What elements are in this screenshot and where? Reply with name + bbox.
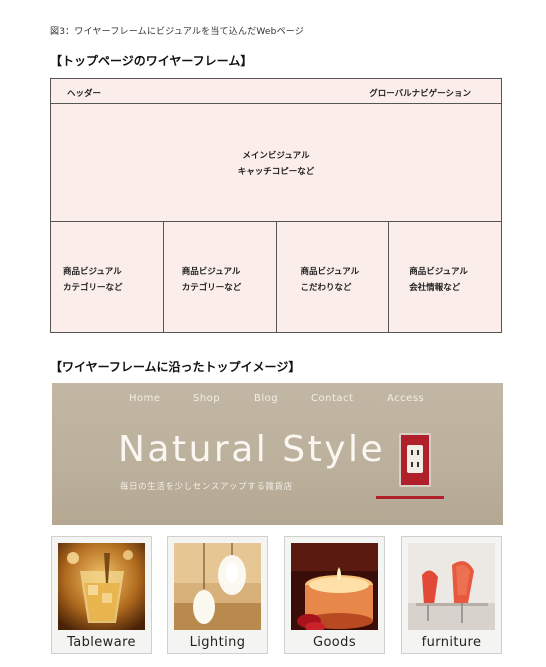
wireframe-product-row: 商品ビジュアル カテゴリーなど 商品ビジュアル カテゴリーなど 商品ビジュアル … [51,222,501,332]
brand-title: Natural Style [118,429,386,470]
product-cell-line2: 会社情報など [409,283,461,293]
category-card-lighting[interactable]: Lighting [167,536,268,654]
glass-photo-icon [58,543,145,630]
category-card-tableware[interactable]: Tableware [51,536,152,654]
candle-photo-icon [291,543,378,630]
nav-access-link[interactable]: Access [387,393,425,404]
mockup-section-title: 【ワイヤーフレームに沿ったトップイメージ】 [50,360,301,374]
wireframe-header: ヘッダー グローバルナビゲーション [51,79,501,104]
product-cell-line1: 商品ビジュアル [63,267,122,277]
wireframe-header-label: ヘッダー [67,89,102,99]
wireframe-diagram: ヘッダー グローバルナビゲーション メインビジュアル キャッチコピーなど 商品ビ… [50,78,502,333]
wall-outlet-icon [399,433,431,487]
product-cell-line1: 商品ビジュアル [409,267,468,277]
wireframe-section-title: 【トップページのワイヤーフレーム】 [50,54,253,68]
product-cell-line2: こだわりなど [300,283,352,293]
wireframe-product-cell: 商品ビジュアル 会社情報など [389,222,501,332]
wireframe-product-cell: 商品ビジュアル カテゴリーなど [164,222,277,332]
decorative-red-line [376,496,444,499]
category-card-goods[interactable]: Goods [284,536,385,654]
product-cell-line1: 商品ビジュアル [181,267,241,277]
brand-tagline: 毎日の生活を少しセンスアップする雑貨店 [120,482,293,492]
wireframe-main-visual: メインビジュアル キャッチコピーなど [51,104,501,222]
category-label: Goods [312,635,356,650]
lamp-photo-icon [174,543,261,630]
product-cell-line2: カテゴリーなど [181,283,242,293]
category-label: furniture [421,635,482,650]
category-label: Tableware [67,635,136,650]
catch-copy-label: キャッチコピーなど [237,167,315,177]
product-cell-line2: カテゴリーなど [63,283,123,293]
nav-shop-link[interactable]: Shop [193,393,221,404]
product-cell-line1: 商品ビジュアル [300,267,360,277]
category-label: Lighting [189,635,246,650]
main-visual-label: メインビジュアル [242,151,310,161]
wireframe-global-nav-label: グローバルナビゲーション [369,89,471,99]
nav-home-link[interactable]: Home [129,393,161,404]
category-card-furniture[interactable]: furniture [401,536,502,654]
nav-blog-link[interactable]: Blog [254,393,279,404]
wireframe-product-cell: 商品ビジュアル こだわりなど [277,222,390,332]
nav-contact-link[interactable]: Contact [311,393,354,404]
wireframe-product-cell: 商品ビジュアル カテゴリーなど [51,222,164,332]
figure-caption: 図3：ワイヤーフレームにビジュアルを当て込んだWebページ [50,27,304,37]
chair-photo-icon [408,543,495,630]
hero-banner: Home Shop Blog Contact Access Natural St… [52,383,503,525]
